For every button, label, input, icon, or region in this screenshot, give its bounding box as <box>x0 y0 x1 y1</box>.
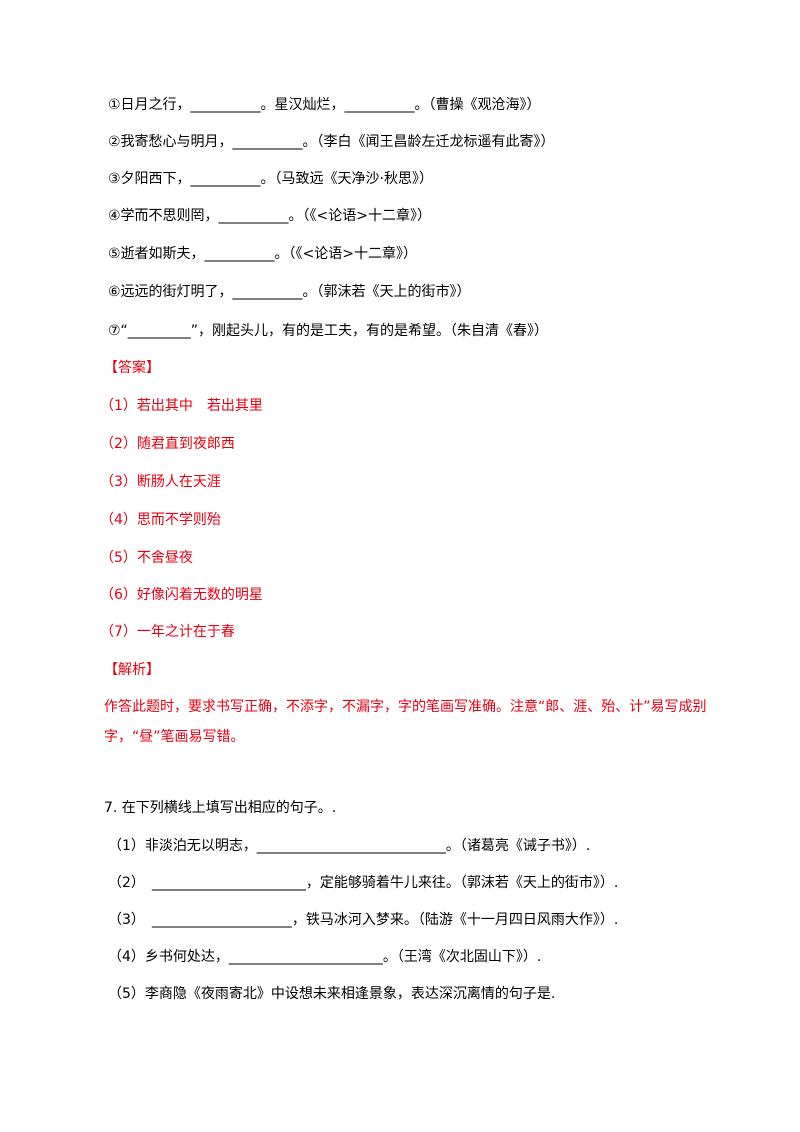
answer-item-2: （2）随君直到夜郎西 <box>100 436 235 452</box>
question-line-4: ④学而不思则罔，__________。（《<论语>十二章》） <box>108 208 432 224</box>
question-line-7: ⑦“_________”，刚起头儿，有的是工夫，有的是希望。（朱自清《春》） <box>108 323 549 339</box>
question-7-item-4: （4）乡书何处达，______________________。（王湾《次北固山… <box>108 949 542 965</box>
answer-item-6: （6）好像闪着无数的明星 <box>100 587 263 603</box>
question-line-2: ②我寄愁心与明月，__________。（李白《闻王昌龄左迁龙标遥有此寄》） <box>108 134 555 150</box>
question-7-item-1: （1）非淡泊无以明志，___________________________。（… <box>108 838 591 854</box>
analysis-text: 作答此题时，要求书写正确，不添字，不漏字，字的笔画写准确。注意“郎、涯、殆、计”… <box>104 699 707 745</box>
question-7-item-5: （5）李商隐《夜雨寄北》中设想未来相逢景象，表达深沉离情的句子是. <box>108 986 556 1002</box>
answer-item-7: （7）一年之计在于春 <box>100 624 235 640</box>
answer-item-3: （3）断肠人在天涯 <box>100 474 221 490</box>
answer-item-5: （5）不舍昼夜 <box>100 550 193 566</box>
question-7-title: 7. 在下列横线上填写出相应的句子。. <box>104 800 337 816</box>
answer-header: 【答案】 <box>104 360 160 376</box>
question-line-5: ⑤逝者如斯夫，__________。（《<论语>十二章》） <box>108 246 418 262</box>
question-line-6: ⑥远远的街灯明了，__________。（郭沫若《天上的街市》） <box>108 284 471 300</box>
question-7-item-3: （3） ____________________，铁马冰河入梦来。（陆游《十一月… <box>108 912 619 928</box>
answer-item-4: （4）思而不学则殆 <box>100 512 221 528</box>
answer-item-1: （1）若出其中 若出其里 <box>100 398 263 414</box>
question-7-item-2: （2） ______________________，定能够骑着牛儿来往。（郭沫… <box>108 875 619 891</box>
analysis-header: 【解析】 <box>104 662 160 678</box>
question-line-1: ①日月之行，__________。星汉灿烂，__________。（曹操《观沧海… <box>108 97 541 113</box>
question-line-3: ③夕阳西下，__________。（马致远《天净沙·秋思》） <box>108 171 433 187</box>
